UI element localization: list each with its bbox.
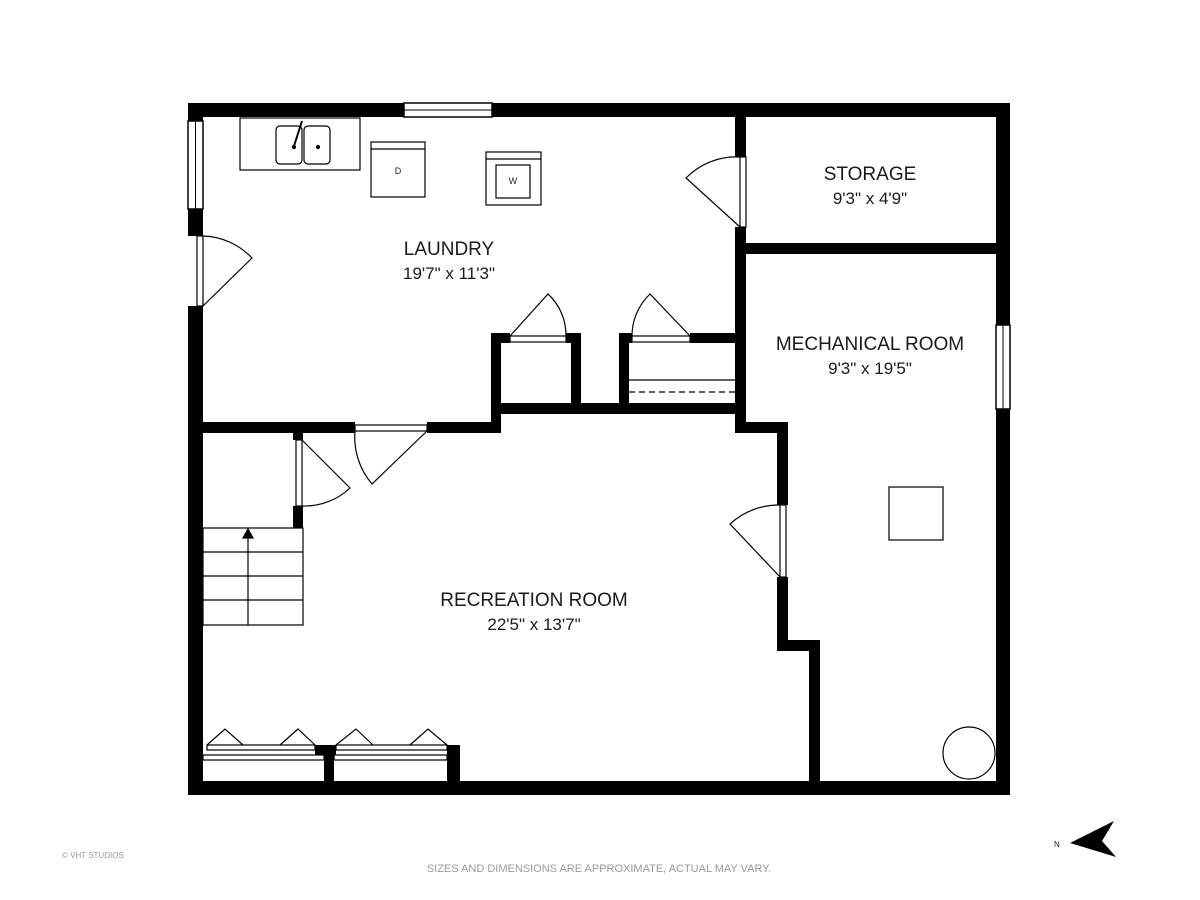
bottom-closet2-shelf: [333, 754, 448, 761]
compass-label: N: [1054, 840, 1060, 849]
closet2-west: [619, 333, 629, 413]
faucet-icon: [293, 120, 303, 147]
door-swing-west: [202, 235, 253, 307]
bottom-closet-east: [447, 745, 460, 785]
room-size-laundry: 19'7" x 11'3": [403, 264, 495, 283]
copyright-credit: © VHT STUDIOS: [62, 851, 124, 860]
door-leaf-storage: [739, 156, 747, 228]
washer-lid: [495, 164, 531, 199]
door-swing-closet2: [631, 293, 691, 337]
door-leaf-bottom-closet1: [206, 744, 316, 751]
door-leaf-closet1: [509, 335, 567, 343]
sink-basin-left: [275, 125, 303, 165]
sink-basin-right: [303, 125, 331, 165]
door-swing-laundry-rec: [354, 430, 428, 485]
closet1-east: [571, 333, 581, 413]
door-swing-storage: [685, 156, 741, 228]
mechanical-fixtures: [888, 486, 996, 780]
wall-laundry-south-mid: [491, 403, 745, 414]
bottom-closet1-shelf: [202, 754, 325, 761]
room-name-laundry: LAUNDRY: [404, 239, 495, 260]
door-swing-closet1: [509, 293, 567, 337]
wall-storage-south: [735, 243, 1003, 254]
room-name-recreation: RECREATION ROOM: [440, 590, 628, 611]
room-size-recreation: 22'5" x 13'7": [487, 615, 580, 634]
wall-mech-jog: [777, 640, 820, 651]
room-size-storage: 9'3" x 4'9": [833, 189, 907, 208]
compass-arrow-icon: [1070, 821, 1116, 857]
door-swing-stair: [301, 439, 351, 507]
door-swing-bottom-closet1: [206, 728, 316, 746]
dryer-label: D: [395, 166, 402, 176]
closet-details: [202, 379, 735, 761]
wall-mech-west-b: [809, 640, 820, 790]
north-compass: N: [1054, 821, 1116, 857]
door-swing-bottom-closet2: [335, 728, 448, 746]
closet1-west: [491, 333, 501, 433]
outer-wall-bottom: [188, 781, 1010, 795]
doors: [188, 156, 788, 755]
stair-arrow-icon: [241, 527, 255, 539]
room-name-storage: STORAGE: [824, 164, 917, 185]
windows: [187, 102, 1011, 410]
outer-wall-top: [188, 103, 1010, 117]
room-size-mechanical: 9'3" x 19'5": [828, 359, 912, 378]
wall-mech-west-upper: [735, 422, 786, 433]
laundry-fixtures: [239, 117, 542, 206]
door-swing-mech: [729, 504, 781, 578]
dryer: [370, 141, 426, 198]
disclaimer-text: SIZES AND DIMENSIONS ARE APPROXIMATE, AC…: [427, 863, 771, 875]
water-heater: [942, 726, 996, 780]
door-leaf-bottom-closet2: [335, 744, 448, 751]
room-name-mechanical: MECHANICAL ROOM: [776, 334, 964, 355]
washer: [485, 151, 542, 206]
washer-label: W: [509, 176, 518, 186]
bottom-closet-divider-post: [324, 745, 334, 785]
door-leaf-laundry-rec: [354, 424, 428, 432]
door-leaf-mech: [779, 504, 787, 578]
outer-wall-right: [996, 103, 1010, 795]
utility-sink: [239, 117, 361, 171]
furnace: [888, 486, 944, 541]
wall-laundry-south: [203, 422, 501, 433]
door-leaf-stair: [295, 439, 303, 507]
door-leaf-west: [196, 235, 204, 307]
door-leaf-closet2: [631, 335, 691, 343]
wall-laundry-east: [735, 117, 746, 433]
stairs: [202, 527, 304, 626]
